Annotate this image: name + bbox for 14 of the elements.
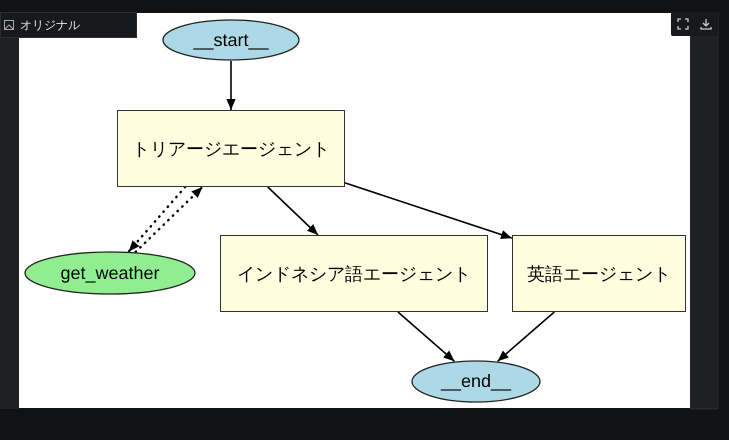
- agent-box: 英語エージェント: [512, 235, 686, 312]
- end-ellipse: __end__: [411, 360, 541, 403]
- start-ellipse: __start__: [162, 19, 300, 61]
- tab-label: オリジナル: [20, 16, 80, 34]
- arrow: [397, 311, 455, 362]
- arrow: [128, 186, 186, 253]
- tool-ellipse: get_weather: [24, 251, 196, 295]
- agent-box: インドネシア語エージェント: [220, 235, 488, 312]
- arrow: [134, 186, 204, 254]
- agent-box: トリアージエージェント: [117, 110, 345, 187]
- arrow: [226, 61, 236, 110]
- arrow: [267, 186, 319, 236]
- arrow: [497, 311, 555, 362]
- arrow: [344, 182, 512, 240]
